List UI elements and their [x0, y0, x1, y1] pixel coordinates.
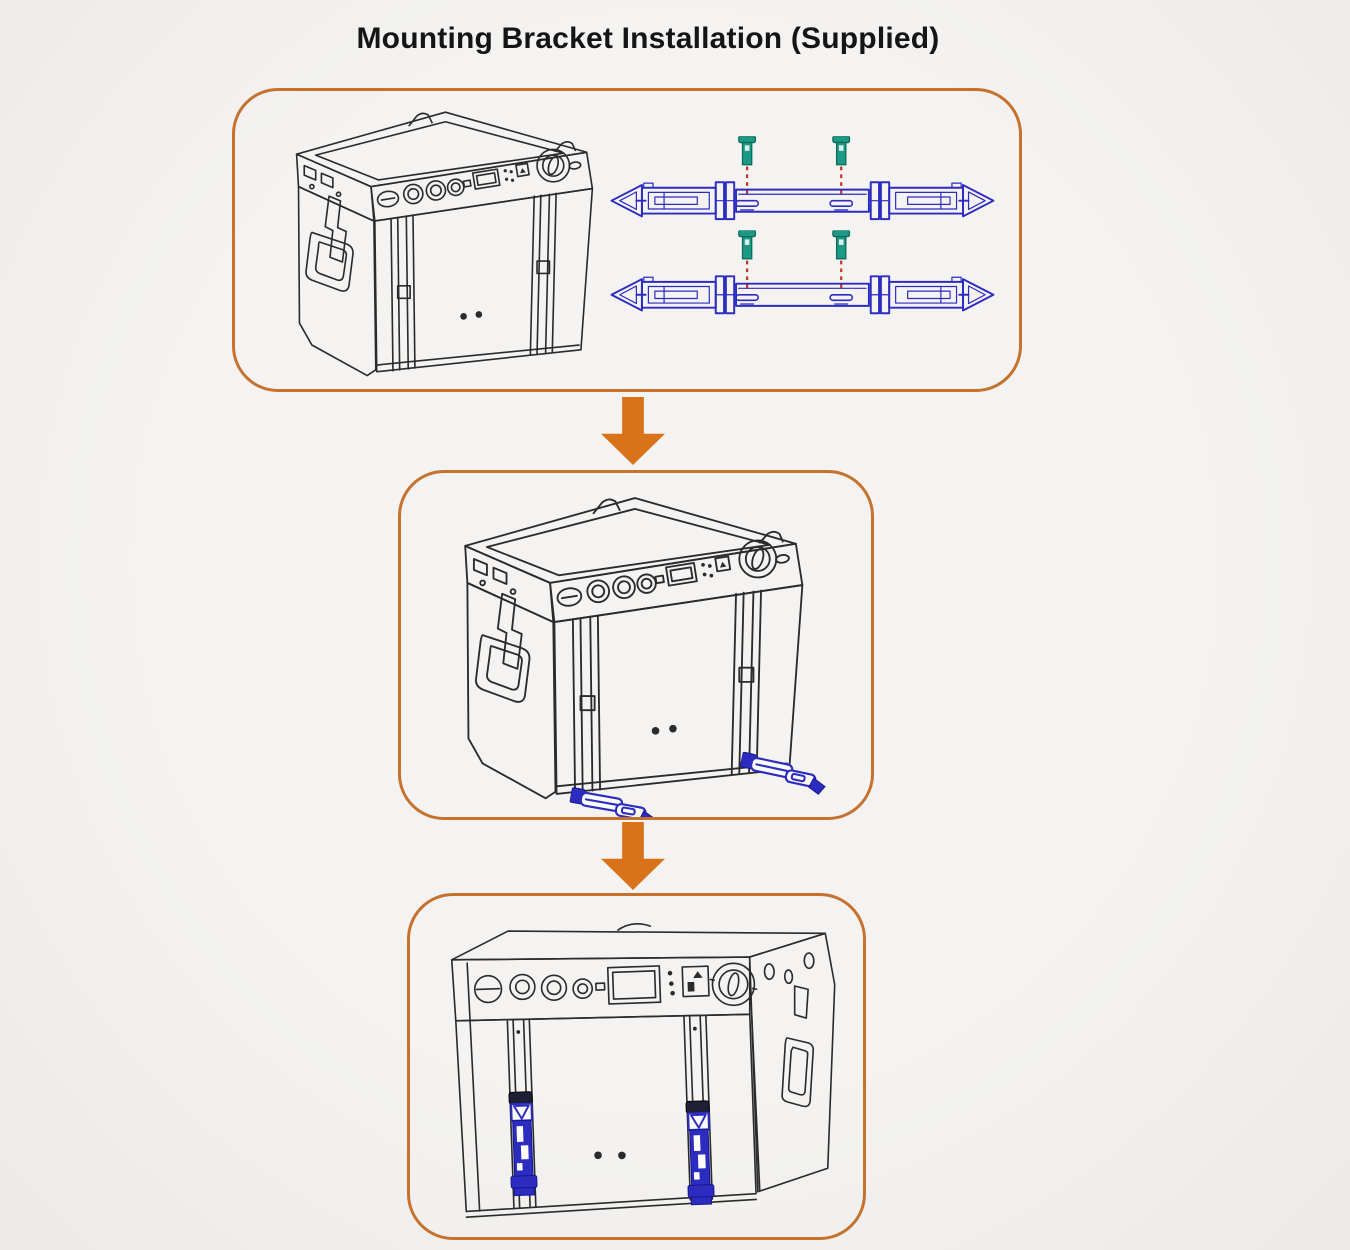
step-1-figure	[295, 111, 1019, 377]
power-station-front-with-brackets	[451, 917, 843, 1217]
power-station-isometric	[464, 497, 804, 800]
mounting-bracket-with-screws-bottom	[611, 230, 993, 313]
page-title: Mounting Bracket Installation (Supplied)	[356, 22, 940, 55]
down-arrow-icon	[601, 397, 665, 465]
step-2-panel	[398, 470, 874, 820]
step-2-figure	[464, 497, 830, 817]
step-3-panel	[407, 893, 866, 1240]
power-station-isometric	[295, 111, 594, 377]
down-arrow-icon	[601, 822, 665, 890]
mounting-bracket-with-screws-top	[611, 136, 993, 219]
attached-bracket-latch-left	[566, 786, 660, 817]
step-3-figure	[410, 896, 863, 1237]
step-1-panel	[232, 88, 1022, 392]
